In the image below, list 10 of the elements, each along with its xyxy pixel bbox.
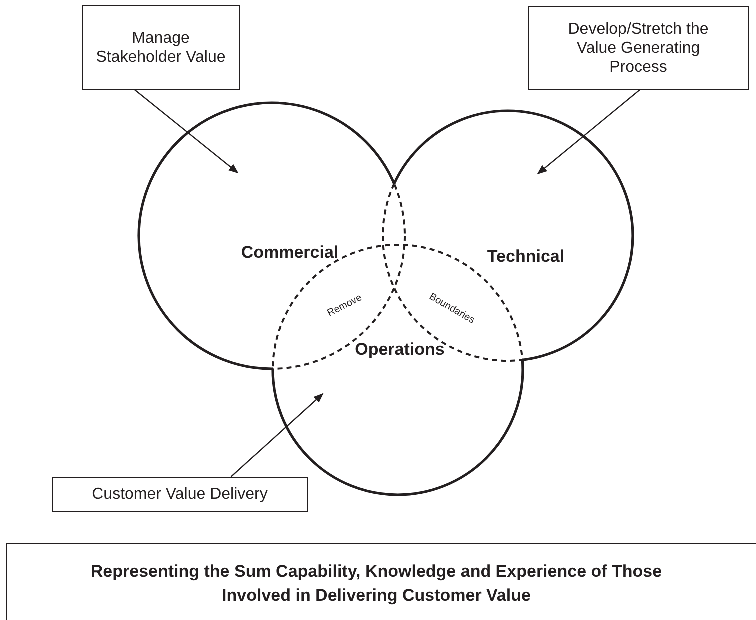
circle-label: Commercial: [241, 243, 339, 263]
summary-panel: Representing the Sum Capability, Knowledge and Experience of Those Involved in Delivering Customer Value: [6, 543, 756, 620]
text-box: Manage Stakeholder Value: [82, 5, 240, 90]
circle-label: Operations: [355, 340, 445, 360]
arrow: [230, 393, 324, 478]
arrow: [537, 90, 640, 175]
text-box: Customer Value Delivery: [52, 477, 308, 512]
text-box: Develop/Stretch the Value Generating Process: [528, 6, 749, 90]
arrow: [134, 90, 239, 174]
circle-label: Technical: [487, 247, 565, 267]
